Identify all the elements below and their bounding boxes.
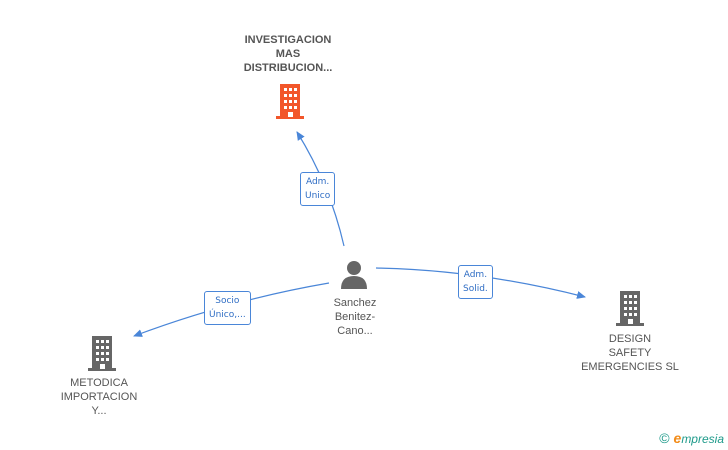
- edge-label-adm-unico[interactable]: Adm. Unico: [300, 172, 336, 206]
- edge-label-adm-solid[interactable]: Adm. Solid.: [458, 265, 493, 299]
- edge-label-socio-unico[interactable]: Socio Único,...: [204, 291, 251, 325]
- node-label-metodica[interactable]: METODICA IMPORTACION Y...: [60, 377, 138, 417]
- empresia-logo-text: mpresia: [681, 432, 724, 446]
- building-icon[interactable]: [86, 336, 118, 372]
- node-label-sanchez[interactable]: Sanchez Benitez- Cano...: [333, 297, 377, 337]
- empresia-logo-initial: e: [673, 430, 682, 446]
- building-icon[interactable]: [614, 291, 646, 327]
- node-label-investigacion[interactable]: INVESTIGACION MAS DISTRIBUCION...: [243, 34, 333, 74]
- person-icon[interactable]: [339, 259, 369, 289]
- copyright-symbol: ©: [659, 430, 670, 446]
- empresia-watermark: ©empresia: [659, 430, 724, 446]
- node-label-design-safety[interactable]: DESIGN SAFETY EMERGENCIES SL: [581, 333, 679, 373]
- building-icon[interactable]: [274, 84, 306, 120]
